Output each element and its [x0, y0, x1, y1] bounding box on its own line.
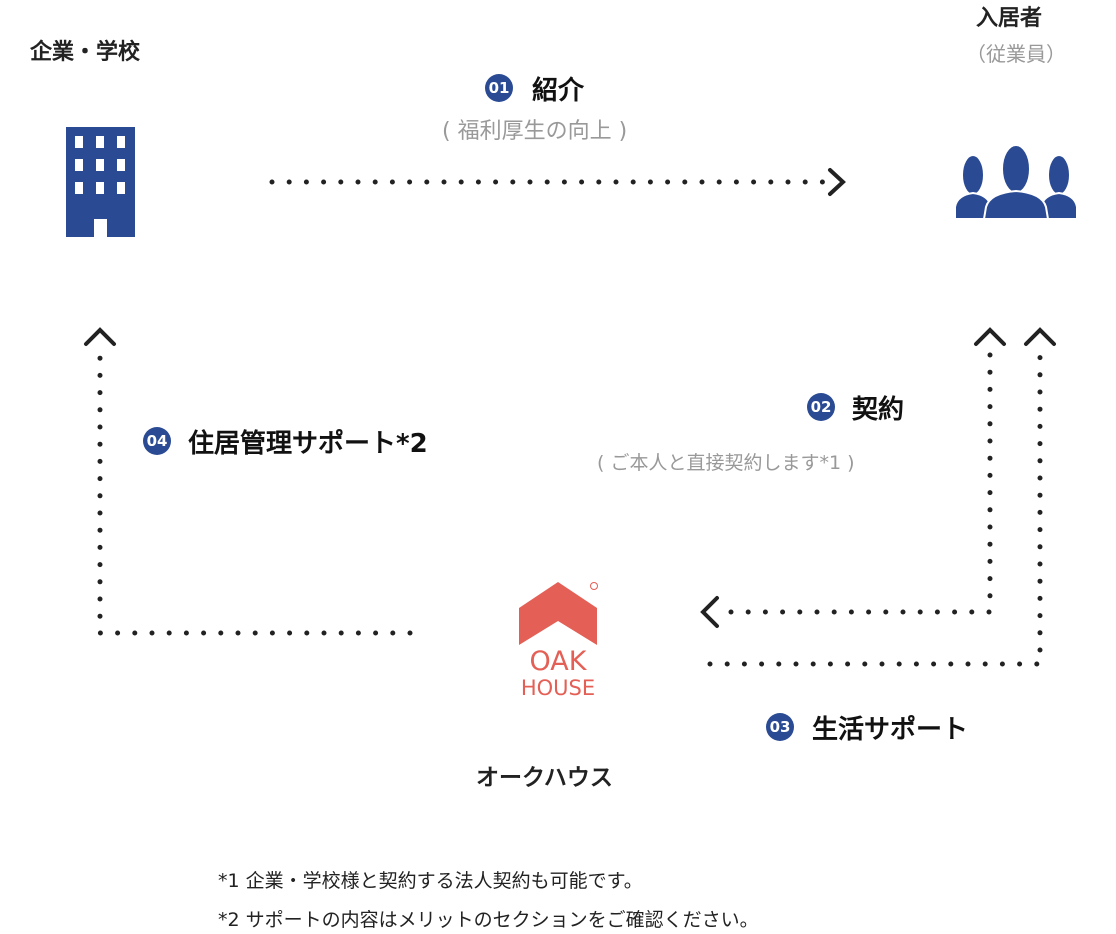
- step-title-support: 生活サポート: [812, 715, 969, 745]
- step-badge-01: 01: [485, 74, 513, 102]
- arrow-contract-head-left: [700, 596, 719, 628]
- logo-text-oak: OAK: [529, 646, 587, 677]
- resident-label: 入居者: [976, 6, 1043, 31]
- arrow-contract-head-up: [974, 327, 1006, 346]
- step-title-contract: 契約: [852, 395, 905, 425]
- step-badge-02: 02: [807, 393, 835, 421]
- oakhouse-logo: OAK HOUSE: [512, 578, 604, 704]
- arrow-support-head: [1024, 327, 1056, 346]
- arrow-management-head: [84, 327, 116, 346]
- oakhouse-label: オークハウス: [476, 765, 613, 791]
- resident-sublabel: （従業員）: [966, 42, 1066, 66]
- arrow-contract-line: [719, 352, 993, 615]
- company-label: 企業・学校: [30, 40, 141, 65]
- step-sub-contract: ( ご本人と直接契約します*1 ): [597, 452, 855, 474]
- footnote-2: *2 サポートの内容はメリットのセクションをご確認ください。: [218, 909, 759, 931]
- step-title-intro: 紹介: [532, 76, 585, 106]
- arrow-intro-head: [828, 168, 846, 196]
- arrow-management-line: [97, 352, 413, 636]
- people-icon: [955, 145, 1077, 219]
- footnote-1: *1 企業・学校様と契約する法人契約も可能です。: [218, 870, 643, 892]
- oakhouse-house-icon: [519, 582, 598, 645]
- step-badge-03: 03: [766, 713, 794, 741]
- building-icon: [66, 127, 135, 237]
- logo-text-house: HOUSE: [520, 676, 596, 700]
- step-sub-intro: ( 福利厚生の向上 ): [442, 119, 628, 144]
- step-title-management: 住居管理サポート*2: [188, 429, 428, 459]
- step-badge-04: 04: [143, 427, 171, 455]
